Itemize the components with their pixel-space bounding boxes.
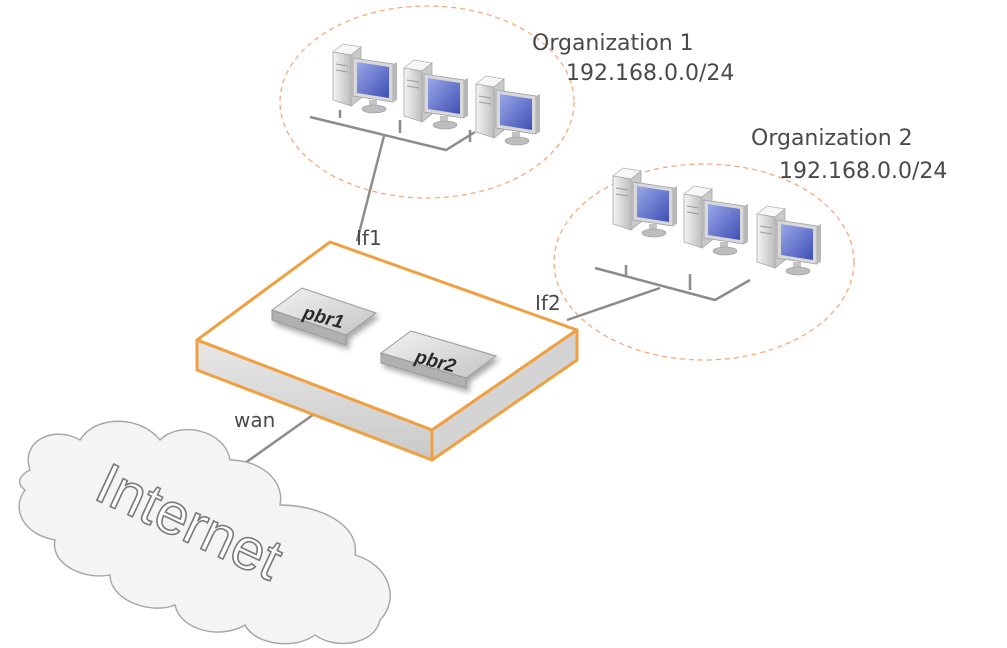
org2-lan-link: [594, 266, 751, 302]
pbr1-module: [270, 287, 378, 346]
organization-2-name: Organization 2: [751, 126, 913, 151]
if1-link: [355, 135, 386, 242]
organization-2-computers: [612, 167, 822, 276]
organization-1-zone: [279, 5, 575, 199]
wan-label: wan: [234, 408, 275, 432]
network-links: [237, 110, 751, 470]
computer-icon: [756, 205, 822, 276]
computer-icon: [612, 167, 678, 238]
org1-lan-link: [309, 115, 476, 152]
if2-link: [566, 286, 661, 322]
organization-1-name: Organization 1: [532, 31, 694, 56]
if2-label: If2: [535, 291, 561, 315]
internet-cloud: [18, 420, 391, 645]
router: [195, 240, 579, 462]
computer-icon: [475, 75, 541, 146]
pbr2-module: [379, 330, 498, 389]
if1-label: If1: [356, 226, 382, 250]
organization-1-subnet: 192.168.0.0/24: [566, 61, 734, 86]
computer-icon: [403, 59, 469, 130]
computer-icon: [683, 185, 749, 256]
organization-2-zone: [553, 163, 855, 361]
computer-icon: [332, 43, 398, 114]
organization-2-subnet: 192.168.0.0/24: [779, 159, 947, 184]
wan-link: [237, 410, 318, 470]
